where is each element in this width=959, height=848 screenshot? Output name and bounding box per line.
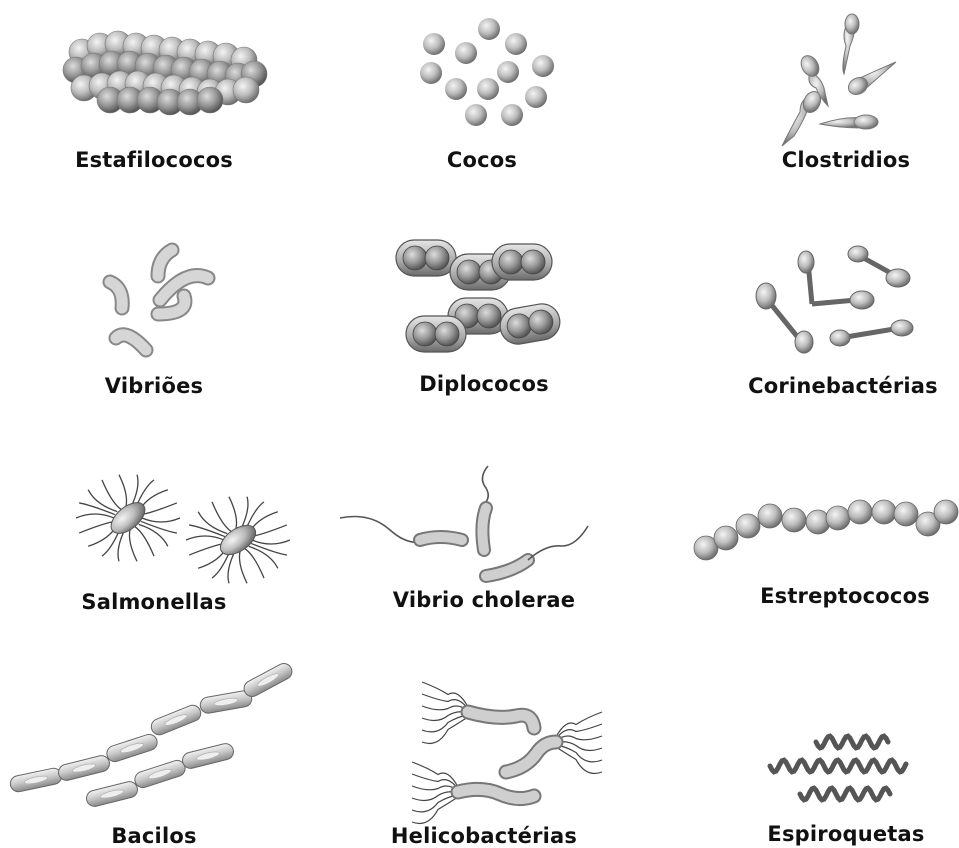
staphylococci-cluster-icon xyxy=(63,31,267,115)
label-vibrioes: Vibriões xyxy=(105,374,203,398)
bacilli-icon xyxy=(9,661,295,808)
vibrio-curved-rods-icon xyxy=(110,250,208,350)
cocci-icon xyxy=(420,18,554,126)
label-bacilos: Bacilos xyxy=(111,824,196,848)
label-corinebacterias: Corinebactérias xyxy=(748,374,938,398)
label-espiroquetas: Espiroquetas xyxy=(767,822,924,846)
streptococci-chain-icon xyxy=(694,500,958,560)
label-clostridios: Clostridios xyxy=(782,148,911,172)
label-vibrio-cholerae: Vibrio cholerae xyxy=(393,588,575,612)
clostridia-icon xyxy=(782,14,896,146)
label-diplococos: Diplococos xyxy=(419,372,549,396)
diplococci-icon xyxy=(396,240,563,352)
label-cocos: Cocos xyxy=(447,148,517,172)
label-salmonellas: Salmonellas xyxy=(81,590,226,614)
label-helicobacterias: Helicobactérias xyxy=(391,824,577,848)
label-estafilococos: Estafilococos xyxy=(75,148,233,172)
helicobacter-icon xyxy=(412,682,602,823)
vibrio-cholerae-icon xyxy=(340,466,588,576)
label-estreptococos: Estreptococos xyxy=(760,584,930,608)
corynebacteria-icon xyxy=(756,246,913,353)
spirochete-icon xyxy=(770,736,906,800)
salmonella-flagellated-icon xyxy=(76,475,290,584)
